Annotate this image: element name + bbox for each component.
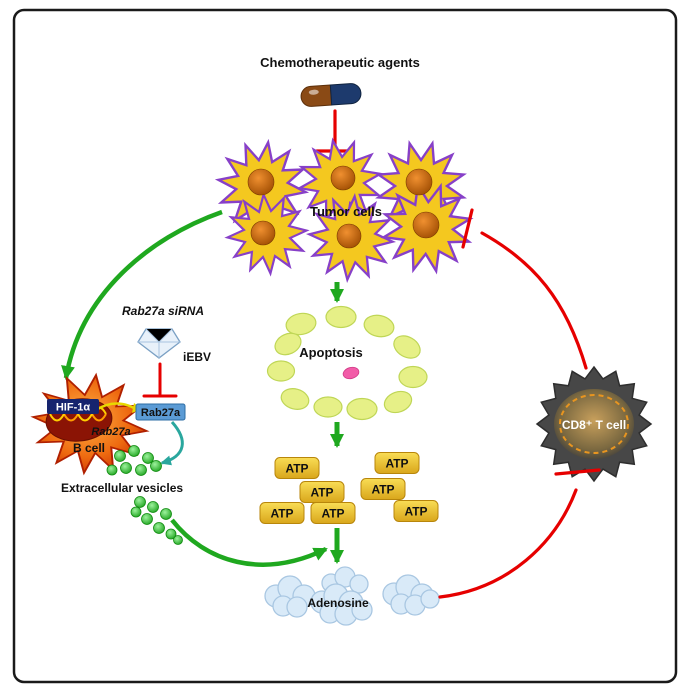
atp-label: ATP xyxy=(371,483,394,497)
atp-label: ATP xyxy=(404,505,427,519)
apoptosis-label: Apoptosis xyxy=(299,345,363,360)
tumor-cells-label: Tumor cells xyxy=(310,204,382,219)
rab27a-sirna-label: Rab27a siRNA xyxy=(122,304,204,318)
iebv-facets xyxy=(138,328,180,358)
apoptotic-bodies xyxy=(266,305,428,421)
capsule-highlight xyxy=(308,89,319,95)
atp-box: ATP xyxy=(393,500,439,522)
extracellular-vesicles-cluster: Extracellular vesicles xyxy=(61,445,183,545)
adenosine-cluster: Adenosine xyxy=(264,566,440,626)
atp-box: ATP xyxy=(274,457,320,479)
capsule-left-half xyxy=(300,84,333,107)
atp-box: ATP xyxy=(360,478,406,500)
capsule-right-half xyxy=(329,83,362,106)
atp-box: ATP xyxy=(310,502,356,524)
atp-label: ATP xyxy=(310,486,333,500)
iebv-label: iEBV xyxy=(183,350,211,364)
diagram-frame xyxy=(12,8,678,684)
b-cell-label: B cell xyxy=(73,441,105,455)
rab27a-cell-label: Rab27a xyxy=(91,426,130,438)
atp-label: ATP xyxy=(270,507,293,521)
tumor-cells-cluster: Tumor cells xyxy=(211,130,481,285)
atp-box: ATP xyxy=(259,502,305,524)
cd8-cytoplasm xyxy=(554,389,634,459)
extracellular-vesicles-label: Extracellular vesicles xyxy=(61,481,183,495)
inhibitor-adenosine-to-cd8 xyxy=(438,468,601,599)
hif1a-box xyxy=(47,399,99,414)
chemo-capsule-icon xyxy=(300,83,362,107)
arrow-tumor-to-bcell xyxy=(61,209,223,380)
atp-label: ATP xyxy=(321,507,344,521)
hif1a-label: HIF-1α xyxy=(56,402,91,414)
rab27a-box: Rab27a xyxy=(135,403,186,421)
inhibitor-cd8-to-tumor xyxy=(461,208,588,370)
tumor-nuclei xyxy=(247,165,440,249)
cd8-dashed-ring xyxy=(559,394,629,454)
arrow-vesicles-to-adenosine xyxy=(170,518,328,567)
apoptosis-cluster: Apoptosis xyxy=(266,305,428,421)
cd8-t-cell: CD8⁺ T cell xyxy=(536,366,652,482)
b-cell: HIF-1α Rab27a B cell xyxy=(26,367,154,481)
cd8-label: CD8⁺ T cell xyxy=(562,418,626,432)
atp-box: ATP xyxy=(299,481,345,503)
chemo-agents-label: Chemotherapeutic agents xyxy=(260,55,420,70)
adenosine-clouds xyxy=(264,566,440,626)
arrow-hif-to-rab27a xyxy=(95,402,135,412)
atp-cluster: ATP ATP ATP ATP ATP ATP ATP xyxy=(259,452,439,524)
atp-label: ATP xyxy=(385,457,408,471)
inhibitor-iebv-to-rab27a xyxy=(142,362,178,398)
iebv-crystal-icon xyxy=(137,328,181,359)
arrow-rab27a-to-vesicles xyxy=(160,421,184,466)
atp-label: ATP xyxy=(285,462,308,476)
vesicles xyxy=(106,445,183,545)
adenosine-label: Adenosine xyxy=(307,596,369,610)
apoptosis-pink-body xyxy=(342,366,360,380)
rab27a-box-label: Rab27a xyxy=(141,407,181,419)
atp-box: ATP xyxy=(374,452,420,474)
